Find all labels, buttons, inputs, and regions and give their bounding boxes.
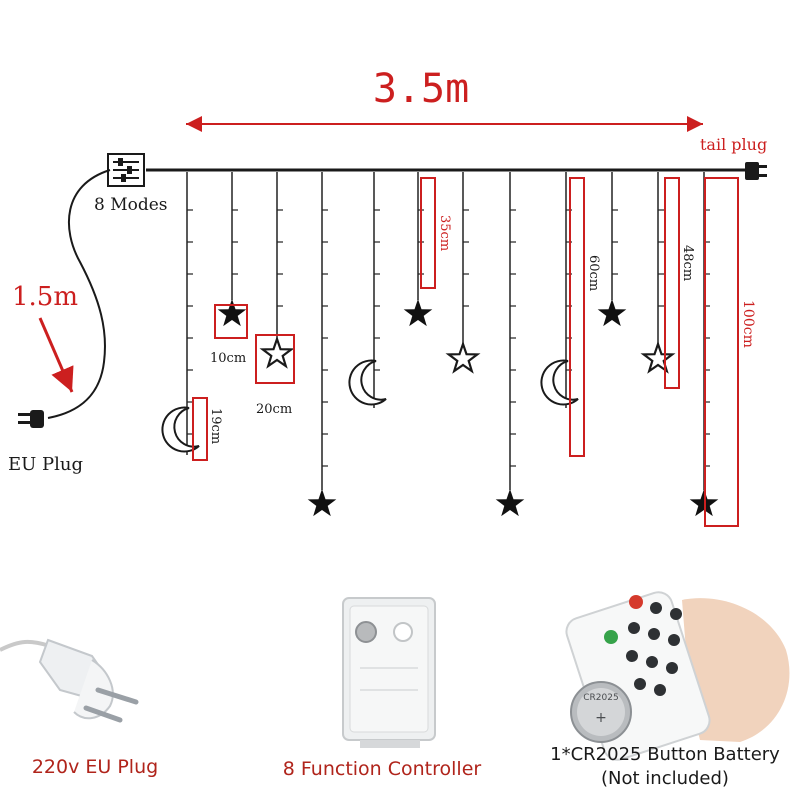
strand-5: [348, 172, 387, 408]
strand-10: [597, 172, 627, 327]
tail-plug-label: tail plug: [700, 135, 767, 154]
strand-7: [447, 172, 479, 373]
battery-plus-icon: +: [595, 710, 607, 726]
mode-controller-icon: [107, 153, 145, 187]
star-solid-icon: [495, 489, 525, 517]
dim-label-35cm: 35cm: [437, 215, 452, 251]
strand-4: [307, 172, 337, 517]
dim-box-20cm: [255, 334, 295, 384]
strand-2: [217, 172, 247, 327]
eu-plug-icon: [18, 410, 44, 428]
star-solid-icon: [217, 299, 247, 327]
function-controller-illustration: [342, 597, 436, 748]
dim-box-100cm: [704, 177, 739, 527]
battery-marking-label: CR2025: [583, 693, 618, 703]
dim-label-100cm: 100cm: [740, 300, 756, 348]
eu-plug-label: EU Plug: [8, 454, 83, 475]
total-length-label: 3.5m: [373, 66, 469, 112]
dim-label-48cm: 48cm: [680, 245, 695, 281]
lead-length-label: 1.5m: [12, 282, 78, 312]
star-solid-icon: [307, 489, 337, 517]
modes-label: 8 Modes: [94, 195, 168, 215]
strand-9: [540, 172, 579, 408]
star-solid-icon: [597, 299, 627, 327]
plug-caption: 220v EU Plug: [31, 756, 159, 778]
dim-box-35cm: [420, 177, 436, 289]
dim-box-60cm: [569, 177, 585, 457]
lead-wire: [47, 169, 111, 419]
moon-icon: [540, 359, 579, 406]
moon-icon: [348, 359, 387, 406]
battery-caption-line2: (Not included): [601, 768, 729, 789]
dim-box-48cm: [664, 177, 680, 389]
dim-label-20cm: 20cm: [256, 402, 292, 417]
strand-1: [161, 172, 200, 455]
dim-box-19cm: [192, 397, 208, 461]
battery-caption-line1: 1*CR2025 Button Battery: [550, 744, 780, 765]
dimension-marks: [192, 177, 739, 527]
strand-3: [261, 172, 293, 368]
coin-battery-illustration: CR2025 +: [570, 681, 632, 743]
strand-6: [403, 172, 433, 327]
star-outline-icon: [447, 342, 479, 373]
strand-11: [642, 172, 674, 373]
dim-box-10cm: [214, 304, 248, 339]
tail-plug-icon: [745, 162, 767, 180]
lead-length-arrow: [38, 317, 74, 393]
eu-plug-illustration: [0, 638, 139, 723]
star-solid-icon: [403, 299, 433, 327]
dim-label-60cm: 60cm: [586, 255, 601, 291]
strand-8: [495, 172, 525, 517]
controller-caption: 8 Function Controller: [282, 758, 482, 780]
star-outline-icon: [642, 342, 674, 373]
dim-label-19cm: 19cm: [208, 408, 223, 444]
star-outline-icon: [261, 337, 293, 368]
dim-label-10cm: 10cm: [210, 351, 246, 366]
